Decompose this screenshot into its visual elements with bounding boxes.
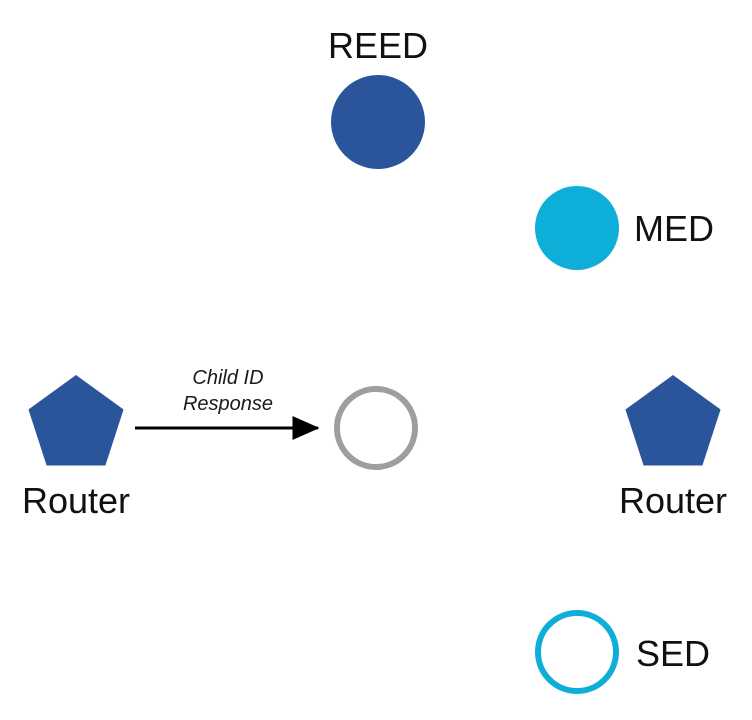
circle-shape-sed[interactable] <box>535 610 619 694</box>
node-router-left[interactable]: Router <box>22 375 130 521</box>
pentagon-shape-router-right[interactable] <box>625 375 721 466</box>
node-label-med: MED <box>634 208 714 249</box>
edges-layer: Child ID Response <box>135 367 320 440</box>
pentagon-shape-router-left[interactable] <box>28 375 124 466</box>
node-reed[interactable]: REED <box>328 25 428 169</box>
node-med[interactable]: MED <box>535 186 714 270</box>
edge-label-child-id-response: Child ID Response <box>183 367 273 415</box>
node-label-reed: REED <box>328 25 428 66</box>
node-leader[interactable] <box>334 386 418 470</box>
node-router-right[interactable]: Router <box>619 375 727 521</box>
circle-shape-reed[interactable] <box>331 75 425 169</box>
node-label-router-right: Router <box>619 480 727 521</box>
edge-child-id-response: Child ID Response <box>135 367 320 440</box>
node-label-sed: SED <box>636 633 710 674</box>
edge-label-line: Child ID <box>192 367 263 389</box>
edge-label-line: Response <box>183 393 273 415</box>
circle-shape-med[interactable] <box>535 186 619 270</box>
node-label-router-left: Router <box>22 480 130 521</box>
node-sed[interactable]: SED <box>535 610 710 694</box>
circle-shape-leader[interactable] <box>334 386 418 470</box>
